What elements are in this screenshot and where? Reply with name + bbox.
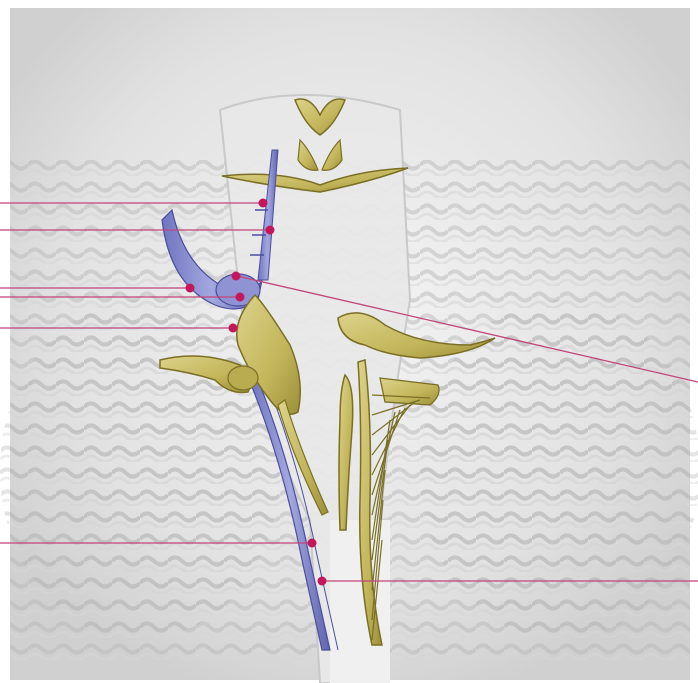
left-hemisphere (0, 300, 280, 640)
leader-dot (229, 324, 238, 333)
leader-dot (318, 577, 327, 586)
leader-dot (266, 226, 275, 235)
leader-dot (259, 199, 268, 208)
leader-dot (232, 272, 241, 281)
leader-dot (236, 293, 245, 302)
leader-dot (308, 539, 317, 548)
leader-dot (186, 284, 195, 293)
